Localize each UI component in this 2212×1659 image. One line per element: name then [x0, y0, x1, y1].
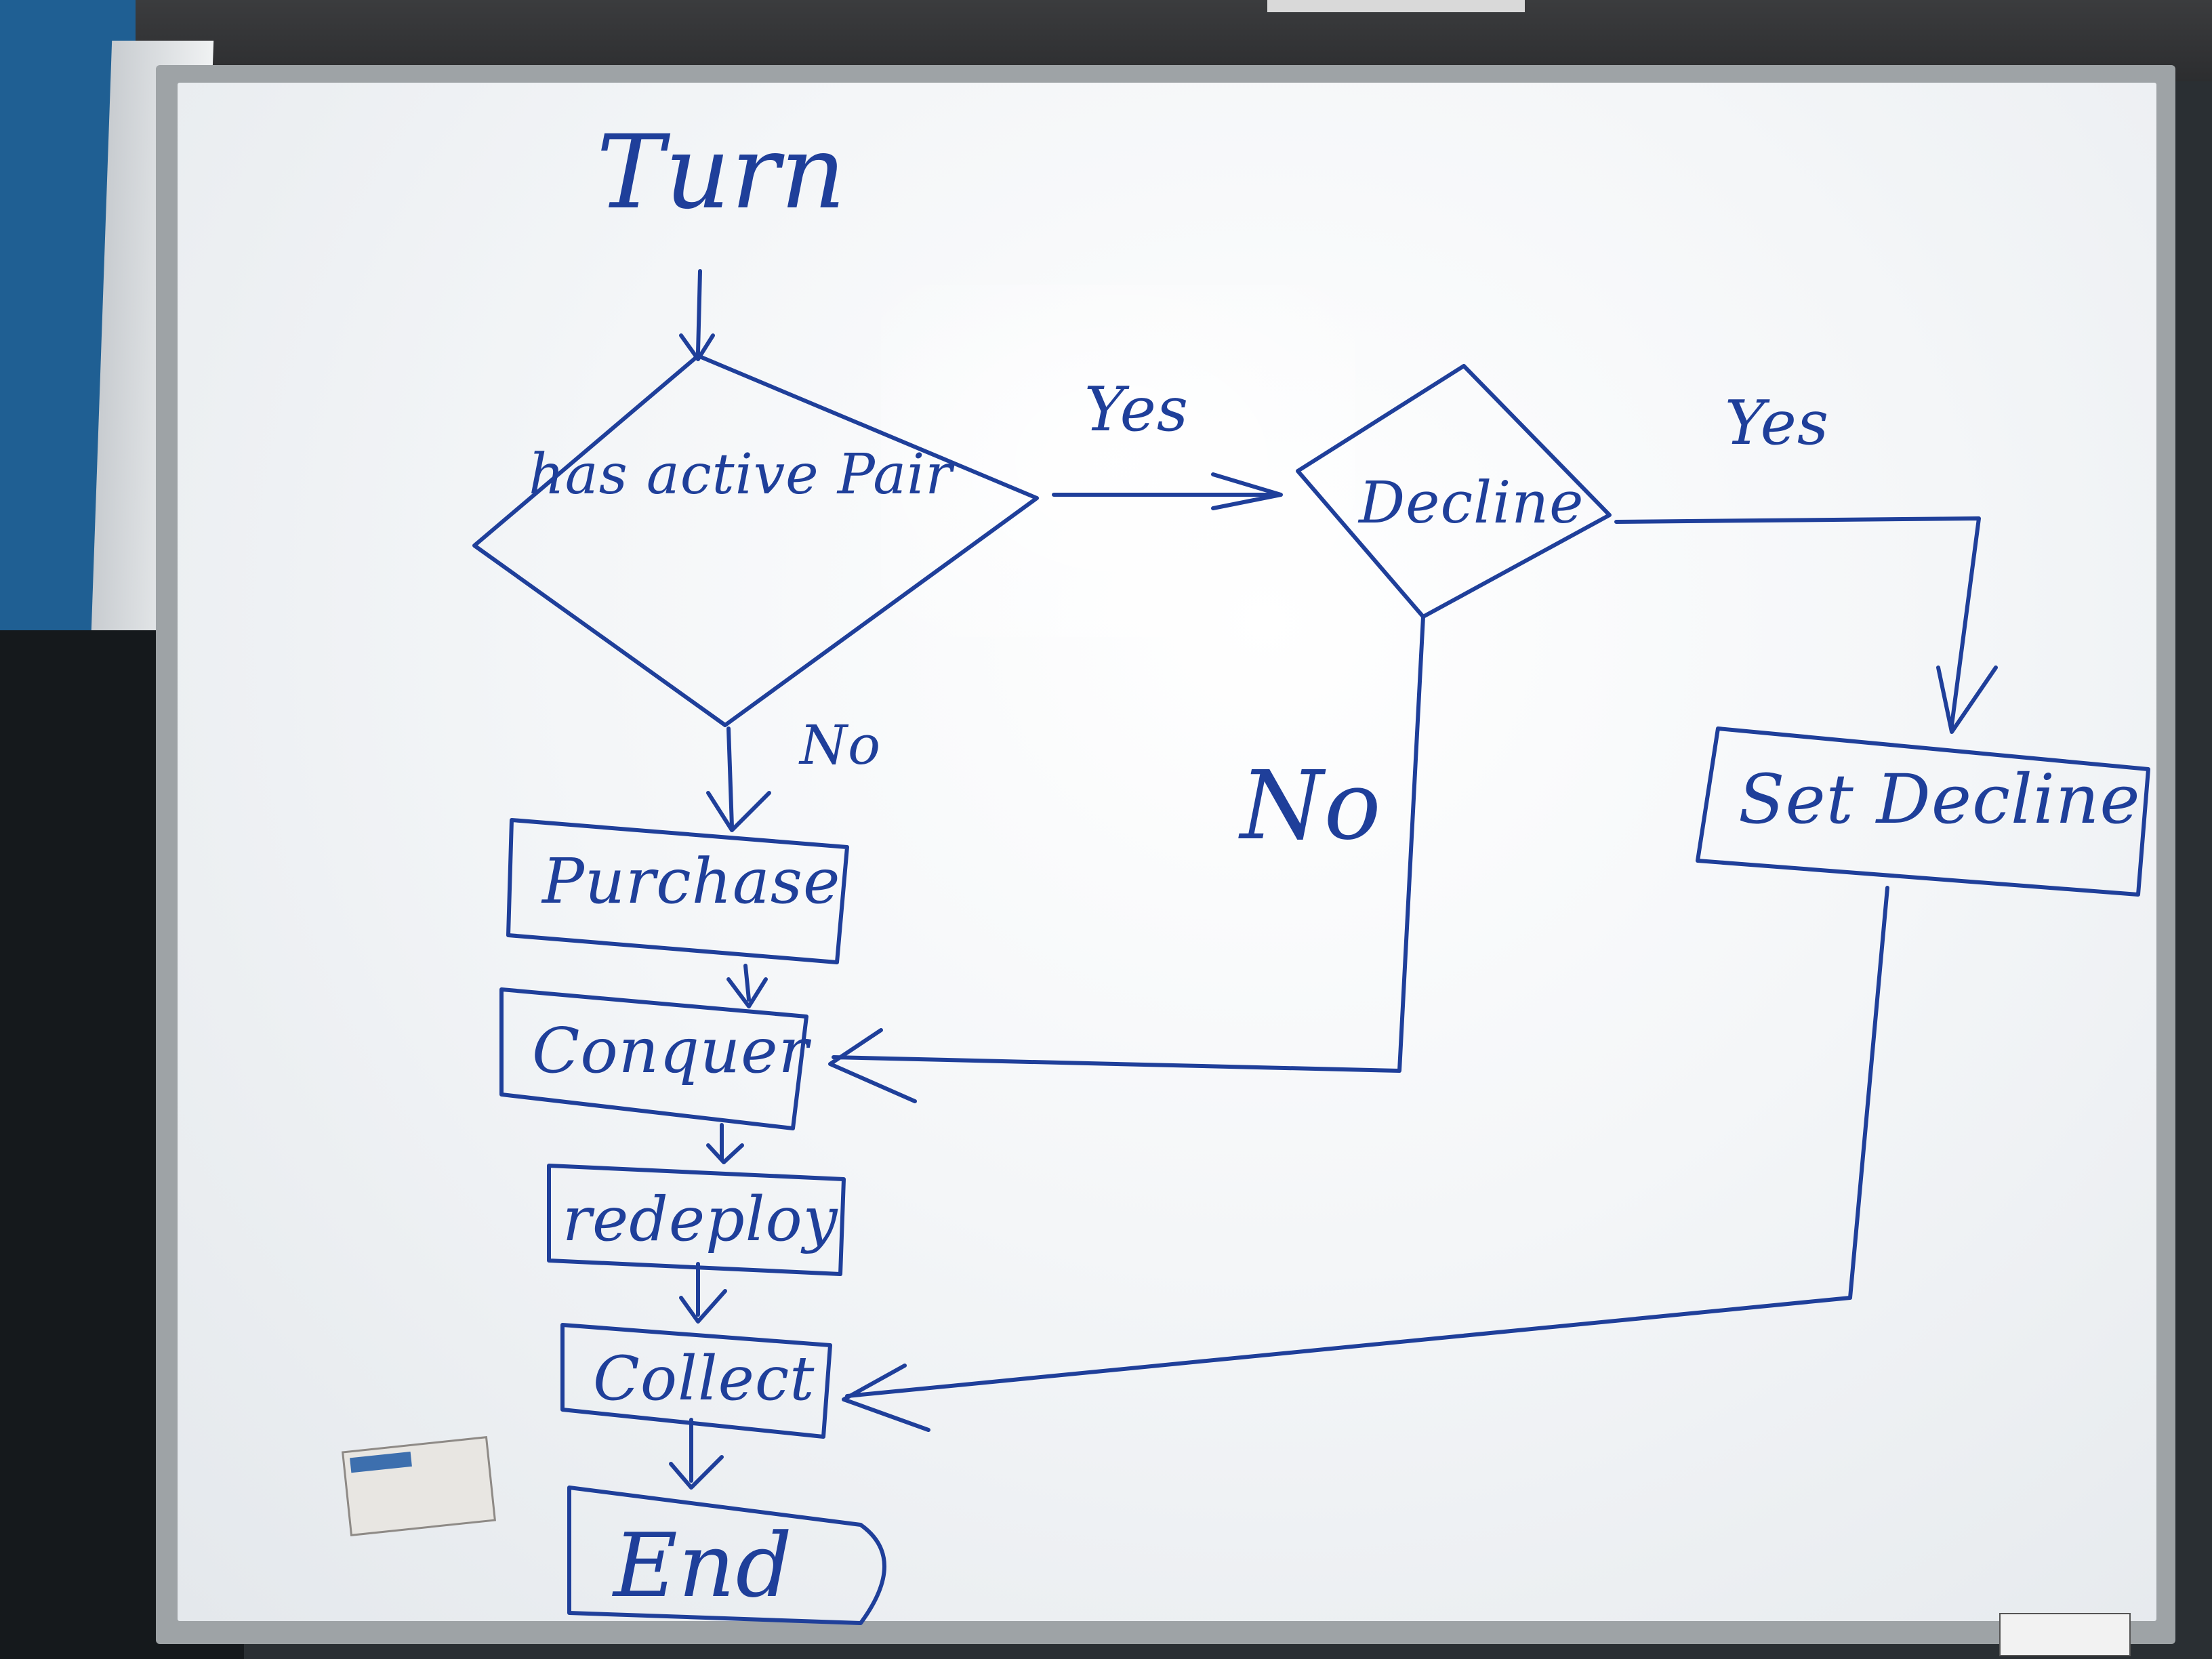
- decision-2-no-label: No: [1240, 751, 1382, 861]
- arrow-decision1-yes: [1052, 472, 1283, 510]
- step-end-label: End: [613, 1514, 793, 1617]
- arrow-decision2-no: [828, 615, 1425, 1103]
- step-redeploy-label: redeploy: [562, 1184, 838, 1255]
- decision-1-diamond: [472, 354, 1039, 727]
- end-box: [567, 1486, 886, 1625]
- decision-2-label: Decline: [1359, 470, 1584, 537]
- decision-1-no-label: No: [800, 714, 882, 777]
- step-collect-label: Collect: [593, 1343, 815, 1414]
- arrow-decision2-yes: [1614, 516, 1998, 734]
- board-label-tag: [1999, 1613, 2131, 1656]
- ceiling-light: [1267, 0, 1525, 12]
- redeploy-box: [547, 1164, 846, 1276]
- arrow-collect-to-end: [669, 1418, 724, 1490]
- arrow-decision1-no: [706, 726, 771, 832]
- arrow-purchase-to-conquer: [726, 964, 768, 1008]
- step-conquer-label: Conquer: [532, 1015, 809, 1087]
- light-glare: [881, 285, 1355, 637]
- arrow-setdecline-to-collect: [842, 886, 1889, 1432]
- decision-1-yes-label: Yes: [1084, 374, 1189, 445]
- conquer-box: [499, 987, 808, 1130]
- arrow-redeploy-to-collect: [679, 1262, 727, 1324]
- set-decline-label: Set Decline: [1738, 760, 2141, 839]
- set-decline-box: [1696, 726, 2150, 897]
- decision-1-label: has active Pair: [529, 443, 953, 507]
- start-label: Turn: [596, 114, 846, 232]
- arrow-turn-to-decision: [679, 269, 715, 361]
- purchase-box: [506, 818, 849, 964]
- collect-box: [560, 1323, 832, 1439]
- arrow-conquer-to-redeploy: [706, 1123, 744, 1164]
- decision-2-yes-label: Yes: [1725, 388, 1830, 459]
- step-purchase-label: Purchase: [542, 845, 841, 918]
